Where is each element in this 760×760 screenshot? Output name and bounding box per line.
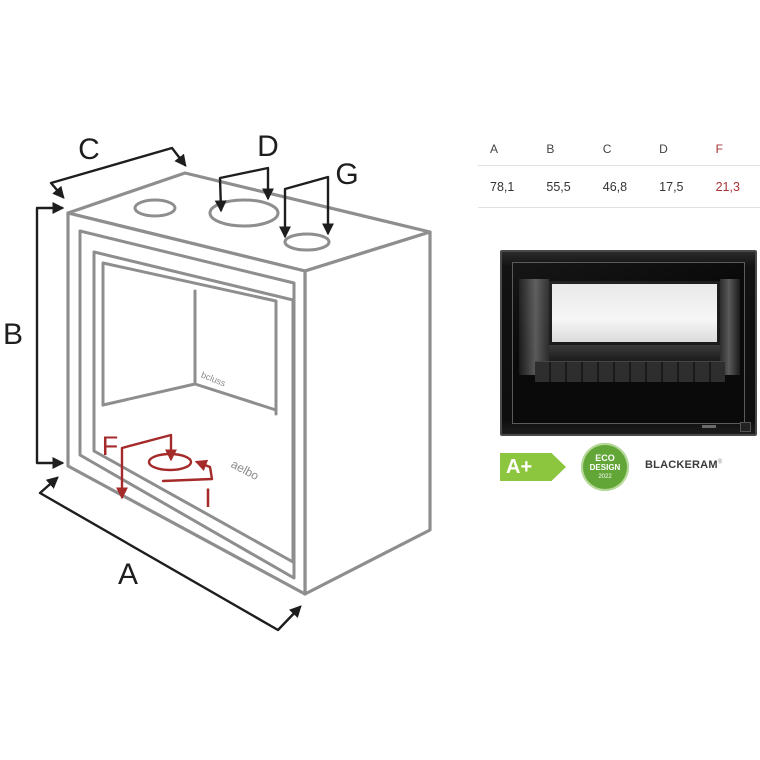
fireplace-insert-photo xyxy=(500,250,757,436)
dimension-d-arrow xyxy=(214,166,274,213)
label-a: A xyxy=(118,558,138,591)
table-header: B xyxy=(534,132,591,166)
dimension-g-arrow xyxy=(279,175,334,239)
energy-class-arrow-icon: A+ xyxy=(500,453,566,481)
label-f: F xyxy=(102,431,119,461)
table-header: F xyxy=(703,132,760,166)
firebox-right-wall xyxy=(720,279,740,375)
label-g: G xyxy=(335,158,358,191)
ecodesign-seal-icon: ECO DESIGN 2022 xyxy=(581,443,629,491)
ecodesign-line1: ECO xyxy=(595,453,615,463)
label-d: D xyxy=(257,130,279,163)
door-latch xyxy=(740,422,751,432)
dimensions-table: A B C D F 78,1 55,5 46,8 17,5 21,3 xyxy=(478,132,760,208)
fireplace-box: bcluss aelbo xyxy=(66,171,432,596)
fireplace-dimension-drawing: bcluss aelbo A B C D G F I xyxy=(3,130,432,632)
firebox-floor xyxy=(549,345,720,361)
glass-door xyxy=(512,262,745,424)
box-right-face xyxy=(303,230,432,596)
table-cell: 55,5 xyxy=(534,165,591,208)
dimension-c-arrow xyxy=(49,146,187,199)
table-header-row: A B C D F xyxy=(478,132,760,166)
air-inlet-ellipse xyxy=(147,452,193,472)
label-b: B xyxy=(3,318,23,351)
table-header: D xyxy=(647,132,704,166)
table-cell: 78,1 xyxy=(478,165,535,208)
firebox-left-wall xyxy=(519,279,549,375)
table-cell: 17,5 xyxy=(647,165,704,208)
registered-mark: ® xyxy=(717,459,723,466)
table-header: A xyxy=(478,132,535,166)
brand-name: BLACKERAM® xyxy=(645,459,722,471)
table-header: C xyxy=(590,132,648,166)
grate xyxy=(535,361,725,382)
brand-text: BLACKERAM xyxy=(645,459,718,471)
flue-outlet-small xyxy=(133,198,177,218)
glass-reflection xyxy=(513,263,744,423)
table-cell: 46,8 xyxy=(590,165,648,208)
connection-f-arrow xyxy=(116,433,177,500)
see-through-panel xyxy=(549,281,720,345)
table-cell: 21,3 xyxy=(703,165,760,208)
ecodesign-line2: DESIGN xyxy=(589,463,621,472)
connection-i-arrow xyxy=(161,459,214,483)
dimension-a-arrow xyxy=(38,476,302,632)
energy-class-label: A+ xyxy=(506,456,533,478)
logo-plate xyxy=(702,425,716,428)
firebox-floor xyxy=(101,382,278,412)
dimension-b-arrow xyxy=(35,202,65,469)
label-i: I xyxy=(204,483,212,513)
firebox-opening xyxy=(101,261,278,416)
ecodesign-year: 2022 xyxy=(598,474,612,480)
table-row: 78,1 55,5 46,8 17,5 21,3 xyxy=(478,165,760,208)
label-c: C xyxy=(78,133,100,166)
